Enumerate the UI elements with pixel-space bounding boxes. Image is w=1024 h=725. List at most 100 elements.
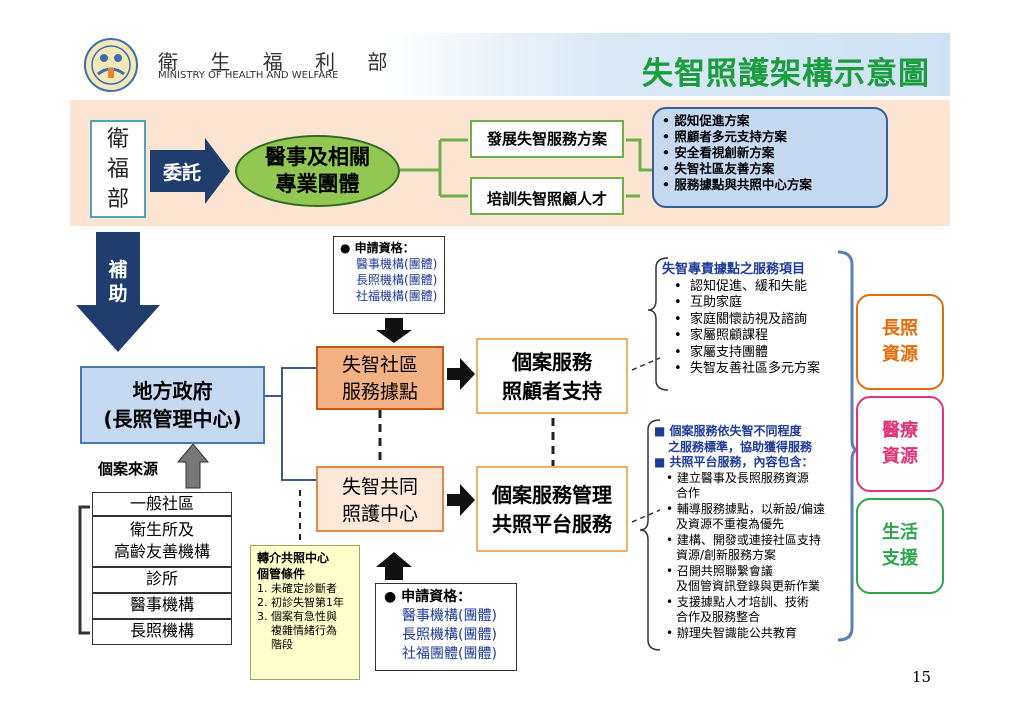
site-line: 服務據點 xyxy=(341,381,418,403)
source-item: 長照機構 xyxy=(92,619,232,645)
referral-criteria: 轉介共照中心 個管條件 1. 未確定診斷者 2. 初診失智第1年 3. 個案有急… xyxy=(250,545,360,680)
case-management-box: 個案服務管理 共照平台服務 xyxy=(476,466,628,552)
resource-line: 資源 xyxy=(882,446,918,467)
site-service-title: 失智專責據點之服務項目 xyxy=(662,262,806,277)
program-item: • 認知促進方案 xyxy=(662,113,750,128)
resource-long-term-care: 長照 資源 xyxy=(856,294,944,390)
resource-life-support: 生活 支援 xyxy=(856,498,944,594)
program-item: • 照顧者多元支持方案 xyxy=(662,129,787,144)
apply-heading: ● 申請資格： xyxy=(384,589,472,605)
apply-item: 長照機構(團體) xyxy=(402,627,497,643)
referral-item: 2. 初診失智第1年 xyxy=(257,596,344,609)
center-intro: 之服務標準，協助獲得服務 xyxy=(668,439,813,454)
program-item: • 服務據點與共照中心方案 xyxy=(662,177,812,192)
professional-teams: 醫事及相關 專業團體 xyxy=(235,135,400,207)
case-source-arrow xyxy=(176,443,210,489)
community-service-site: 失智社區 服務據點 xyxy=(316,346,444,410)
resource-line: 生活 xyxy=(882,522,918,543)
program-item: • 安全看視創新方案 xyxy=(662,145,775,160)
case-mgmt-line: 個案服務管理 xyxy=(492,483,612,507)
resource-line: 長照 xyxy=(882,318,918,339)
referral-item: 階段 xyxy=(257,638,293,651)
title-band xyxy=(72,33,950,96)
case-mgmt-line: 共照平台服務 xyxy=(492,512,612,536)
gov-line: 地方政府 xyxy=(132,379,213,403)
site-line: 失智社區 xyxy=(341,354,418,376)
local-government-box: 地方政府 (長照管理中心) xyxy=(80,366,265,444)
apply-qualification-bottom: ● 申請資格： 醫事機構(團體) 長照機構(團體) 社福團體(團體) xyxy=(375,583,517,671)
site-service-item: • 家屬照顧課程 xyxy=(674,328,768,343)
center-line: 失智共同 xyxy=(341,476,418,498)
apply-item: 醫事機構(團體) xyxy=(356,257,438,271)
center-service-item: • 召開共照聯繫會議 xyxy=(666,563,773,578)
mohw-char: 衛 xyxy=(106,127,129,152)
train-box: 培訓失智照顧人才 xyxy=(470,177,624,215)
case-service-line: 個案服務 xyxy=(512,350,592,374)
referral-item: 1. 未確定診斷者 xyxy=(257,582,337,595)
apply-heading: ● 申請資格： xyxy=(340,241,415,255)
center-line: 照護中心 xyxy=(341,503,418,525)
referral-item: 3. 個案有急性與 xyxy=(257,610,337,623)
referral-title: 個管條件 xyxy=(257,567,306,581)
center-intro: ■ 個案服務依失智不同程度 xyxy=(654,424,802,438)
gov-line: (長照管理中心) xyxy=(103,407,242,431)
center-service-item: • 建構、開發或連接社區支持 xyxy=(666,532,821,547)
site-service-item: • 認知促進、緩和失能 xyxy=(674,278,807,294)
ministry-name-zh: 衛 生 福 利 部 xyxy=(158,50,401,74)
page-number: 15 xyxy=(912,668,932,686)
mohw-box: 衛 福 部 xyxy=(90,120,146,218)
center-service-item: • 支援據點人才培訓、技術 xyxy=(666,594,809,609)
program-box: • 認知促進方案 • 照顧者多元支持方案 • 安全看視創新方案 • 失智社區友善… xyxy=(652,107,888,208)
center-service-item: 及個管資訊登錄與更新作業 xyxy=(676,579,821,593)
site-brace xyxy=(647,257,669,391)
management-arrow xyxy=(447,484,475,516)
site-service-item: • 互助家庭 xyxy=(674,295,742,310)
joint-care-center: 失智共同 照護中心 xyxy=(316,466,444,532)
apply-item: 醫事機構(團體) xyxy=(402,608,497,624)
resource-medical: 醫療 資源 xyxy=(856,396,944,492)
gov-branch-connector xyxy=(265,367,316,481)
source-item: 衛生所及 高齡友善機構 xyxy=(92,516,232,567)
source-item: 診所 xyxy=(92,567,232,593)
apply-down-arrow xyxy=(376,318,412,343)
emblem-icon xyxy=(91,45,131,85)
center-service-item: 及資源不重複為優先 xyxy=(676,517,785,531)
subsidy-label: 補 助 xyxy=(100,258,136,306)
case-source-label: 個案來源 xyxy=(98,460,159,478)
mohw-char: 福 xyxy=(106,157,129,182)
apply-item: 社福機構(團體) xyxy=(356,289,438,303)
subsidy-arrow xyxy=(76,232,160,352)
center-service-item: • 輔導服務據點，以新設/偏遠 xyxy=(666,501,825,516)
case-service-line: 照顧者支持 xyxy=(502,379,602,403)
resource-line: 資源 xyxy=(882,344,918,365)
referral-item: 複雜情緒行為 xyxy=(257,624,337,637)
source-line: 衛生所及 xyxy=(129,520,194,539)
site-service-item: • 失智友善社區多元方案 xyxy=(674,361,820,376)
center-service-list: ■ 個案服務依失智不同程度 之服務標準，協助獲得服務 ■ 共照平台服務，內容包含… xyxy=(654,424,844,641)
apply-item: 長照機構(團體) xyxy=(356,273,438,287)
subsidy-char: 補 xyxy=(108,259,128,281)
mohw-char: 部 xyxy=(106,187,129,212)
center-service-item: 合作 xyxy=(676,486,701,500)
center-service-item: 合作及服務整合 xyxy=(676,610,761,624)
teams-line: 醫事及相關 xyxy=(265,145,370,169)
ministry-logo xyxy=(84,38,138,92)
page-title: 失智照護架構示意圖 xyxy=(642,56,930,92)
site-service-list: 失智專責據點之服務項目 • 認知促進、緩和失能 • 互助家庭 • 家庭關懷訪視及… xyxy=(662,262,842,378)
resource-line: 醫療 xyxy=(882,420,918,441)
source-bracket xyxy=(78,505,90,635)
commission-arrow xyxy=(150,138,230,204)
apply-item: 社福團體(團體) xyxy=(402,646,497,662)
case-service-box: 個案服務 照顧者支持 xyxy=(476,338,628,414)
commission-label: 委託 xyxy=(162,162,201,184)
source-item: 一般社區 xyxy=(92,492,232,516)
platform-heading: ■ 共照平台服務，內容包含： xyxy=(654,455,814,469)
subsidy-char: 助 xyxy=(108,283,128,305)
center-service-item: • 辦理失智識能公共教育 xyxy=(666,625,797,640)
source-line: 高齡友善機構 xyxy=(113,542,210,561)
site-service-item: • 家屬支持團體 xyxy=(674,344,768,360)
source-item: 醫事機構 xyxy=(92,593,232,619)
service-arrow xyxy=(447,358,475,390)
site-service-item: • 家庭關懷訪視及諮詢 xyxy=(674,311,807,327)
center-brace xyxy=(639,419,661,651)
